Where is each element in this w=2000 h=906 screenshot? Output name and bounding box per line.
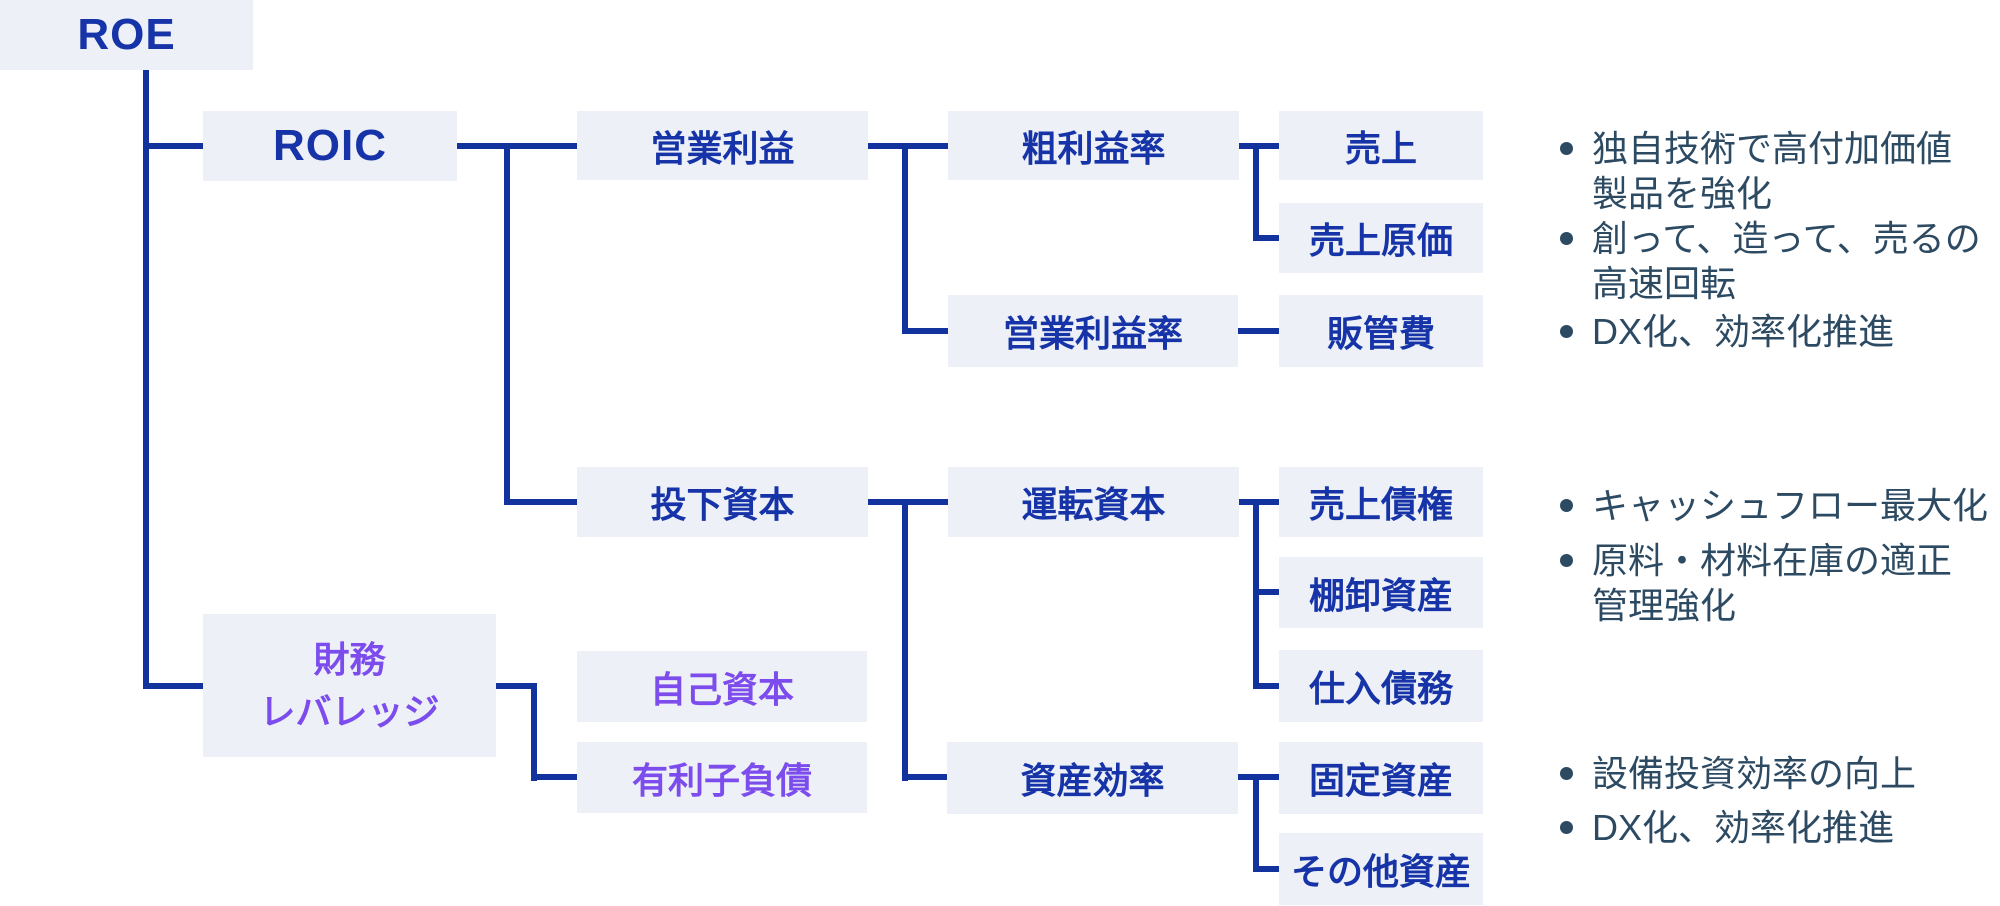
- note-dx-efficiency-bottom: DX化、効率化推進: [1560, 805, 1894, 850]
- node-financial-leverage-line1: 財務: [313, 638, 386, 680]
- note-inventory-management: 原料・材料在庫の適正 管理強化: [1560, 538, 1952, 628]
- note-line: 製品を強化: [1592, 173, 1773, 214]
- connector-leverage-branch: [531, 683, 537, 781]
- node-cogs: 売上原価: [1279, 203, 1483, 273]
- note-line: 高速回転: [1592, 263, 1737, 304]
- node-working-capital: 運転資本: [948, 467, 1239, 537]
- connector-invested-capital-branch: [902, 499, 908, 781]
- node-interest-bearing-debt: 有利子負債: [577, 742, 867, 813]
- connector-operating-profit-out: [868, 143, 948, 149]
- note-line: DX化、効率化推進: [1592, 311, 1895, 352]
- bullet-icon: [1560, 142, 1573, 155]
- node-financial-leverage-line2: レバレッジ: [259, 690, 440, 732]
- node-roic: ROIC: [203, 111, 457, 181]
- connector-other-assets-in: [1253, 866, 1279, 872]
- node-equity: 自己資本: [577, 651, 867, 722]
- connector-asset-efficiency-branch: [1253, 774, 1259, 872]
- connector-invested-capital-out: [868, 499, 948, 505]
- node-invested-capital: 投下資本: [577, 467, 868, 537]
- connector-inventory-in: [1253, 589, 1279, 595]
- connector-roe-leverage: [143, 683, 203, 689]
- connector-gross-margin-branch: [1253, 143, 1259, 241]
- connector-gross-margin-out: [1239, 143, 1279, 149]
- connector-leverage-out: [496, 683, 537, 689]
- node-receivables: 売上債権: [1279, 467, 1483, 537]
- note-line: 設備投資効率の向上: [1592, 753, 1917, 794]
- node-inventory: 棚卸資産: [1279, 557, 1483, 628]
- note-line: 管理強化: [1592, 585, 1737, 626]
- note-line: キャッシュフロー最大化: [1592, 485, 1989, 526]
- connector-invested-capital-in: [504, 499, 577, 505]
- note-capex-efficiency: 設備投資効率の向上: [1560, 751, 1916, 796]
- connector-working-capital-out: [1239, 499, 1279, 505]
- connector-asset-efficiency-in: [902, 774, 948, 780]
- node-other-assets: その他資産: [1279, 833, 1483, 905]
- note-line: 独自技術で高付加価値: [1592, 128, 1953, 169]
- node-asset-efficiency: 資産効率: [947, 742, 1238, 814]
- node-operating-margin: 営業利益率: [948, 295, 1238, 367]
- connector-debt-in: [531, 774, 577, 780]
- note-line: 創って、造って、売るの: [1592, 218, 1981, 259]
- node-financial-leverage: 財務 レバレッジ: [203, 614, 496, 757]
- bullet-icon: [1560, 499, 1573, 512]
- node-sgna: 販管費: [1279, 295, 1483, 367]
- connector-roic-branch: [504, 143, 510, 505]
- connector-sgna-in: [1238, 328, 1279, 334]
- note-line: 原料・材料在庫の適正: [1592, 540, 1953, 581]
- note-unique-technology: 独自技術で高付加価値 製品を強化: [1560, 126, 1952, 216]
- node-gross-margin: 粗利益率: [948, 111, 1239, 180]
- bullet-icon: [1560, 767, 1573, 780]
- bullet-icon: [1560, 554, 1573, 567]
- connector-payables-in: [1253, 683, 1279, 689]
- note-dx-efficiency-top: DX化、効率化推進: [1560, 309, 1894, 354]
- connector-operating-profit-branch: [902, 143, 908, 334]
- bullet-icon: [1560, 325, 1573, 338]
- node-operating-profit: 営業利益: [577, 111, 868, 180]
- node-roe: ROE: [0, 0, 253, 70]
- note-cashflow-max: キャッシュフロー最大化: [1560, 483, 1988, 528]
- bullet-icon: [1560, 232, 1573, 245]
- node-fixed-assets: 固定資産: [1279, 742, 1483, 814]
- connector-cogs-in: [1253, 235, 1279, 241]
- note-fast-cycle: 創って、造って、売るの 高速回転: [1560, 216, 1981, 306]
- node-sales: 売上: [1279, 111, 1483, 180]
- node-payables: 仕入債務: [1279, 650, 1483, 722]
- connector-roic-out: [457, 143, 577, 149]
- connector-roe-trunk: [143, 70, 149, 689]
- note-line: DX化、効率化推進: [1592, 807, 1895, 848]
- connector-operating-margin-in: [902, 328, 948, 334]
- bullet-icon: [1560, 821, 1573, 834]
- connector-roe-roic: [143, 143, 203, 149]
